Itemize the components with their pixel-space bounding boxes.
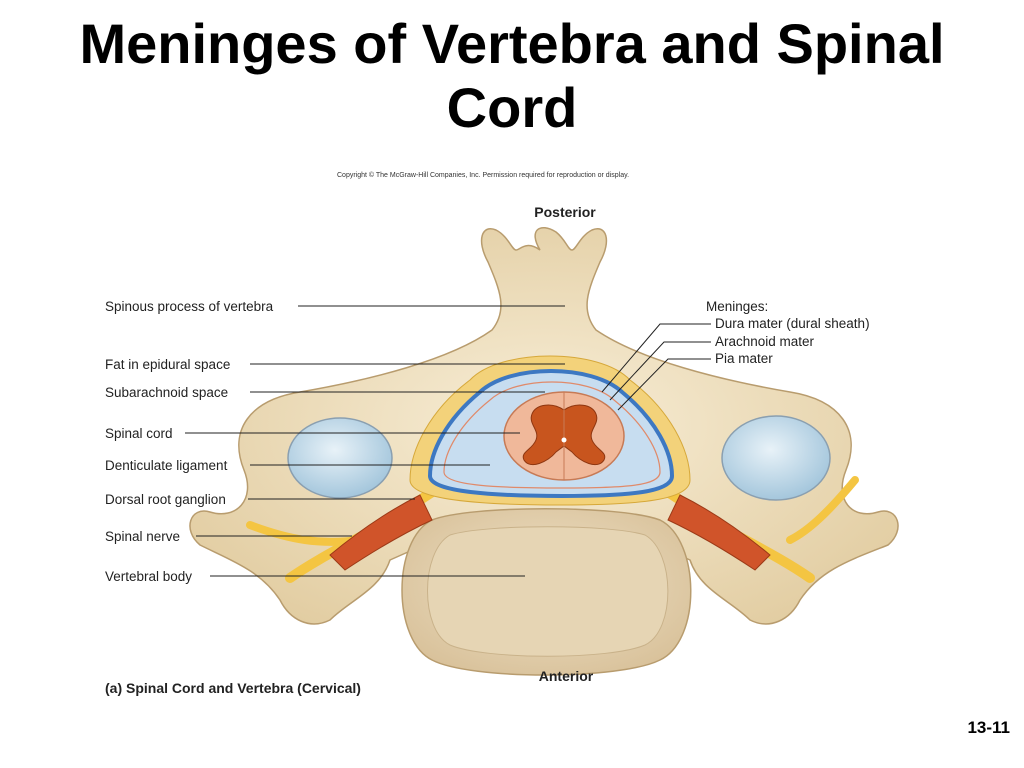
- label-spinal-nerve: Spinal nerve: [105, 529, 180, 544]
- slide-title: Meninges of Vertebra and Spinal Cord: [79, 12, 945, 139]
- label-pia-mater: Pia mater: [715, 351, 773, 366]
- left-labels: Spinous process of vertebra Fat in epidu…: [105, 299, 565, 584]
- label-fat-epidural: Fat in epidural space: [105, 357, 230, 372]
- right-transverse-foramen: [721, 415, 831, 501]
- label-denticulate: Denticulate ligament: [105, 458, 228, 473]
- posterior-label: Posterior: [534, 204, 596, 220]
- label-spinal-cord: Spinal cord: [105, 426, 173, 441]
- label-dura-mater: Dura mater (dural sheath): [715, 316, 870, 331]
- anterior-label: Anterior: [539, 668, 594, 684]
- label-vertebral-body: Vertebral body: [105, 569, 192, 584]
- meninges-labels: Meninges: Dura mater (dural sheath) Arac…: [601, 299, 870, 411]
- label-spinous-process: Spinous process of vertebra: [105, 299, 274, 314]
- figure-caption: (a) Spinal Cord and Vertebra (Cervical): [105, 680, 361, 696]
- label-arachnoid-mater: Arachnoid mater: [715, 334, 815, 349]
- meninges-heading: Meninges:: [706, 299, 768, 314]
- left-transverse-foramen: [287, 417, 393, 499]
- dural-sleeves: [329, 494, 771, 571]
- vertebral-body: [401, 508, 692, 676]
- label-dorsal-root-ganglion: Dorsal root ganglion: [105, 492, 226, 507]
- copyright-notice: Copyright © The McGraw-Hill Companies, I…: [337, 172, 630, 179]
- label-subarachnoid: Subarachnoid space: [105, 385, 228, 400]
- slide-number: 13-11: [967, 718, 1010, 737]
- spinal-cord: [503, 391, 625, 481]
